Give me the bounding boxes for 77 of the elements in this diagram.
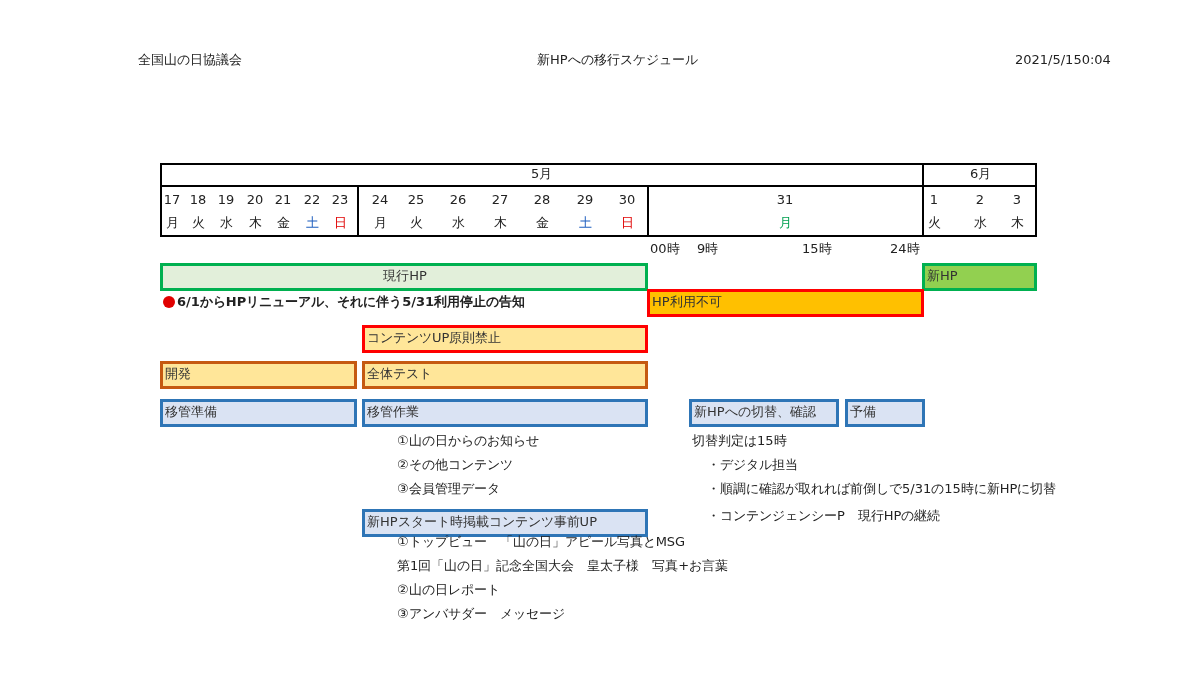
schedule-bar — [845, 399, 925, 427]
header-text: 全国山の日協議会 — [138, 52, 242, 68]
weekday: 日 — [333, 215, 347, 231]
page-title: 新HPへの移行スケジュール — [537, 52, 698, 68]
schedule-bar — [922, 263, 1037, 291]
day-number: 18 — [189, 192, 207, 208]
weekday: 木 — [1010, 215, 1024, 231]
weekday: 木 — [493, 215, 507, 231]
bar-label: 新HPへの切替、確認 — [694, 404, 816, 419]
schedule-bar — [362, 325, 648, 353]
schedule-bar — [362, 509, 648, 537]
weekday: 土 — [578, 215, 592, 231]
month-header: 5月 — [531, 166, 553, 182]
day-number: 19 — [217, 192, 235, 208]
hour-mark: 15時 — [802, 241, 832, 257]
day-number: 21 — [274, 192, 292, 208]
bar-label: 新HPスタート時掲載コンテンツ事前UP — [367, 514, 597, 529]
weekday: 月 — [778, 215, 792, 231]
note-text: ・デジタル担当 — [707, 457, 798, 473]
weekday: 水 — [451, 215, 465, 231]
date-text: 2021/5/150:04 — [1015, 52, 1111, 68]
day-number: 22 — [303, 192, 321, 208]
bar-label: 開発 — [165, 366, 191, 381]
weekday: 水 — [219, 215, 233, 231]
bar-label: 現行HP — [383, 268, 427, 283]
schedule-bar — [689, 399, 839, 427]
day-number: 17 — [163, 192, 181, 208]
day-number: 2 — [975, 192, 985, 208]
weekday: 木 — [248, 215, 262, 231]
notice-text: 6/1からHPリニューアル、それに伴う5/31利用停止の告知 — [177, 294, 526, 310]
note-text: ③アンバサダー メッセージ — [397, 606, 565, 622]
weekday: 金 — [276, 215, 290, 231]
day-number: 23 — [331, 192, 349, 208]
bar-label: 全体テスト — [367, 366, 432, 381]
day-number: 27 — [491, 192, 509, 208]
weekday: 月 — [165, 215, 179, 231]
day-number: 29 — [576, 192, 594, 208]
weekday: 金 — [535, 215, 549, 231]
bar-label: HP利用不可 — [652, 294, 722, 309]
day-number: 3 — [1012, 192, 1022, 208]
note-text: ①トップビュー 「山の日」アピール写真とMSG — [397, 534, 686, 550]
note-text: ・コンテンジェンシーP 現行HPの継続 — [707, 508, 941, 524]
weekday: 火 — [191, 215, 205, 231]
month-header: 6月 — [970, 166, 992, 182]
hour-mark: 9時 — [697, 241, 719, 257]
day-number: 26 — [449, 192, 467, 208]
weekday: 火 — [409, 215, 423, 231]
bar-label: コンテンツUP原則禁止 — [367, 330, 502, 345]
weekday: 火 — [927, 215, 941, 231]
day-number: 1 — [929, 192, 939, 208]
day-number: 20 — [246, 192, 264, 208]
bar-label: 予備 — [850, 404, 876, 419]
schedule-bar — [160, 361, 357, 389]
schedule-bar — [362, 399, 648, 427]
note-text: ②山の日レポート — [397, 582, 500, 598]
day-number: 25 — [407, 192, 425, 208]
weekday: 月 — [373, 215, 387, 231]
hour-mark: 24時 — [890, 241, 920, 257]
weekday: 土 — [305, 215, 319, 231]
bar-label: 新HP — [927, 268, 958, 283]
schedule-bar — [362, 361, 648, 389]
hour-mark: 00時 — [650, 241, 680, 257]
day-number: 24 — [371, 192, 389, 208]
bar-label: 移管準備 — [165, 404, 217, 419]
schedule-bar — [647, 289, 924, 317]
note-text: ③会員管理データ — [397, 481, 500, 497]
note-text: ②その他コンテンツ — [397, 457, 513, 473]
weekday: 日 — [620, 215, 634, 231]
schedule-bar — [160, 399, 357, 427]
schedule-bar — [160, 263, 648, 291]
day-number: 30 — [618, 192, 636, 208]
day-number: 28 — [533, 192, 551, 208]
weekday: 水 — [973, 215, 987, 231]
note-text: 第1回「山の日」記念全国大会 皇太子様 写真+お言葉 — [397, 558, 729, 574]
day-number: 31 — [776, 192, 794, 208]
bar-label: 移管作業 — [367, 404, 419, 419]
note-text: ・順調に確認が取れれば前倒しで5/31の15時に新HPに切替 — [707, 481, 1057, 497]
